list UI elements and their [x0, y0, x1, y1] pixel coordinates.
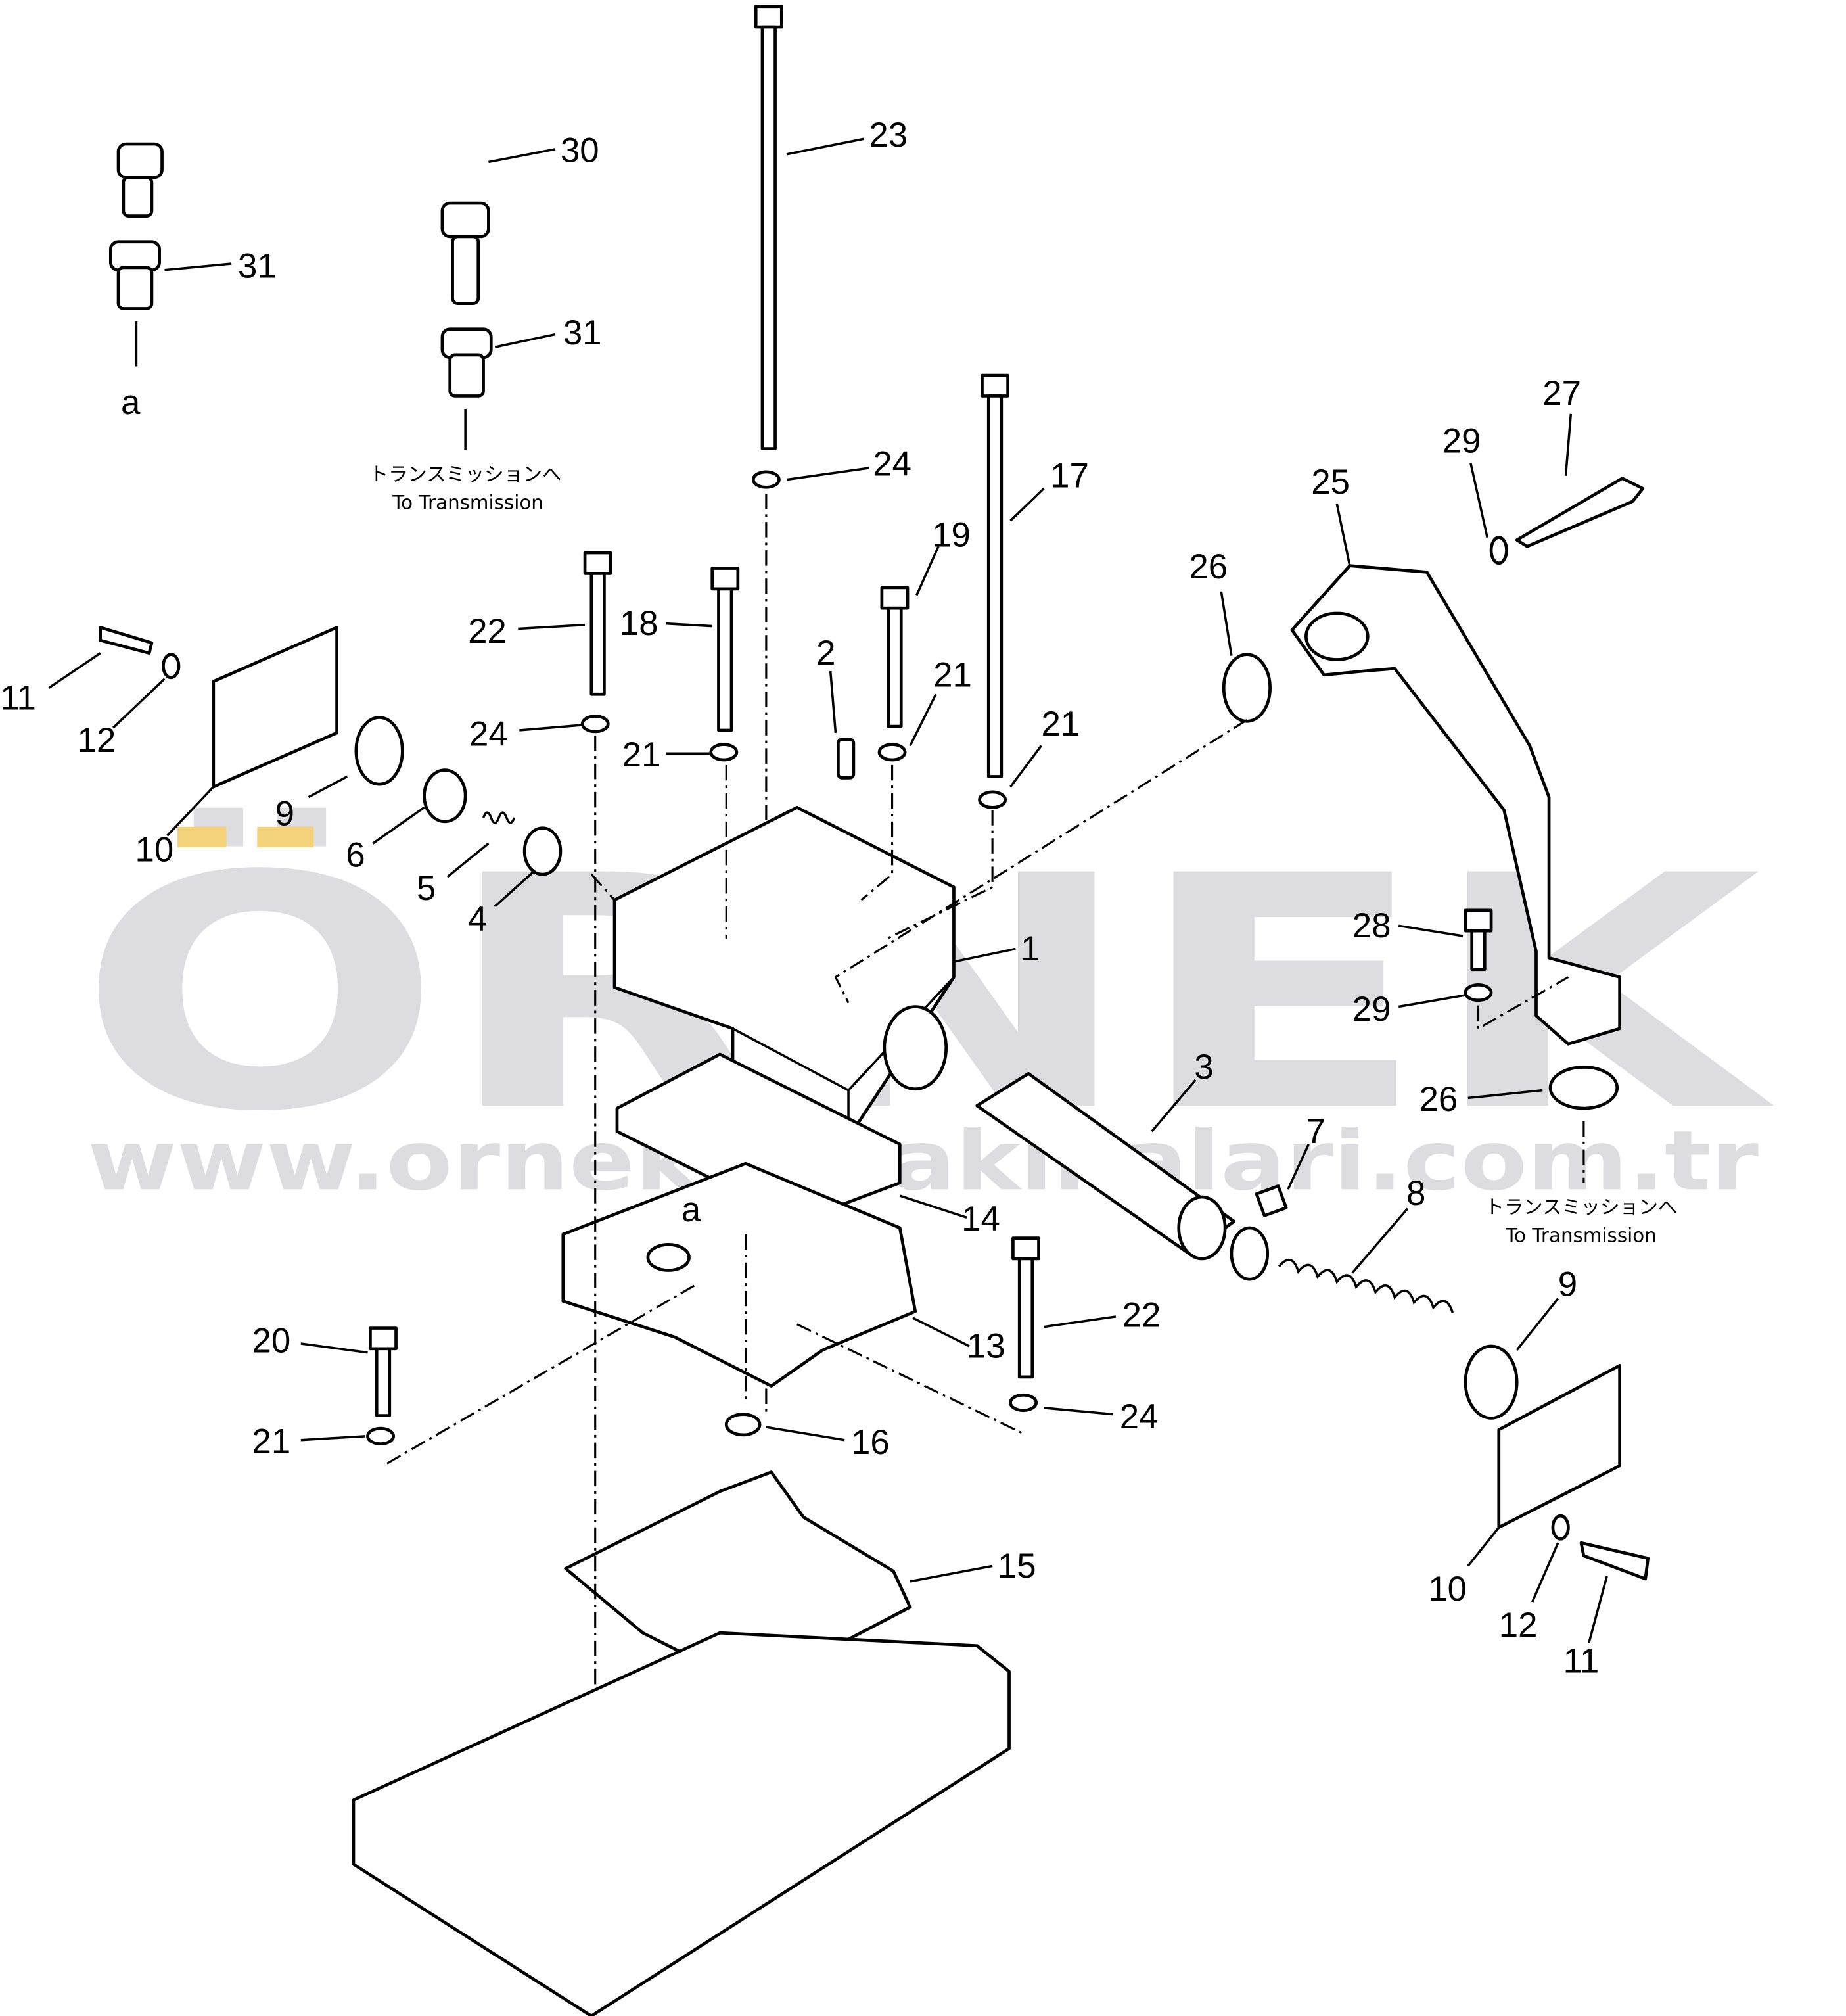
callout: 27 [1542, 374, 1581, 413]
callout: 4 [468, 900, 487, 939]
callout: 19 [932, 515, 971, 554]
callout: 22 [468, 612, 507, 651]
callout: 10 [1428, 1570, 1467, 1608]
callout: 23 [869, 116, 908, 154]
callout: 12 [77, 721, 116, 760]
callout: 16 [851, 1423, 890, 1462]
callout: 21 [933, 656, 972, 695]
watermark: ÖRNEK www.ornekismakinalari.com.tr [77, 805, 1777, 1209]
plate-14 [615, 1052, 902, 1223]
note-jp: トランスミッションへ [369, 463, 562, 486]
callout: 29 [1352, 990, 1391, 1029]
callout: 24 [469, 715, 508, 753]
note-to-transmission-left: トランスミッションへ To Transmission [369, 463, 562, 514]
callout: 21 [622, 736, 661, 774]
spool-assembly [975, 1071, 1454, 1313]
callout: 2 [816, 634, 835, 672]
callout: 10 [135, 831, 173, 870]
leader-lines [48, 137, 1608, 1685]
plug-6 [423, 768, 467, 824]
note-en: To Transmission [1505, 1224, 1657, 1246]
pipe-assembly [108, 59, 493, 450]
elbow-pipe [1290, 564, 1621, 1046]
callout: 11 [0, 679, 36, 718]
callout: 15 [998, 1547, 1036, 1585]
callout: 9 [1558, 1265, 1577, 1304]
callouts: 30 31 31 a 23 24 17 19 27 29 25 26 22 18… [0, 116, 1599, 1681]
port-hole [646, 1243, 691, 1272]
callout: 18 [620, 604, 658, 643]
valve-4 [522, 826, 563, 876]
note-to-transmission-right: トランスミッションへ To Transmission [1485, 1196, 1678, 1246]
spring-5 [482, 811, 516, 824]
callout: 5 [417, 869, 436, 908]
watermark-url: www.ornekismakinalari.com.tr [87, 1113, 1759, 1209]
callout: 12 [1499, 1606, 1538, 1645]
callout: 22 [1122, 1296, 1161, 1335]
callout: 26 [1189, 548, 1228, 586]
transmission-case [352, 1631, 1011, 2016]
callout: 26 [1419, 1080, 1458, 1119]
callout: 13 [967, 1327, 1005, 1366]
callout: 31 [238, 246, 277, 285]
callout: 1 [1021, 929, 1040, 968]
callout: 11 [1563, 1642, 1600, 1681]
callout: a [681, 1190, 701, 1229]
callout: 14 [961, 1200, 1000, 1238]
watermark-umlaut-right [257, 826, 314, 848]
flange-hole [1304, 611, 1370, 661]
callout: 6 [346, 835, 365, 874]
callout: 28 [1352, 906, 1391, 945]
callout: 17 [1050, 456, 1089, 495]
callout: 24 [873, 445, 911, 484]
block-13 [561, 1161, 917, 1388]
cover-plate-left [212, 626, 338, 789]
bolts [99, 5, 1650, 1581]
callout: 31 [563, 314, 602, 352]
callout: 9 [275, 795, 294, 833]
callout: 30 [561, 131, 599, 170]
gasket-15 [564, 1470, 912, 1689]
callout: a [121, 383, 141, 422]
callout: 3 [1194, 1048, 1213, 1087]
callout: 20 [252, 1322, 290, 1361]
watermark-umlaut-left [177, 826, 227, 848]
callout: 21 [1041, 705, 1080, 743]
note-jp: トランスミッションへ [1485, 1196, 1678, 1218]
callout: 8 [1406, 1174, 1425, 1213]
washers [162, 470, 1619, 1541]
callout: 21 [252, 1422, 290, 1461]
note-en: To Transmission [392, 492, 543, 514]
callout: 29 [1442, 422, 1481, 461]
callout: 7 [1306, 1112, 1325, 1151]
callout: 25 [1311, 463, 1350, 502]
cover-plate-right [1497, 1363, 1621, 1530]
callout: 24 [1120, 1397, 1159, 1436]
